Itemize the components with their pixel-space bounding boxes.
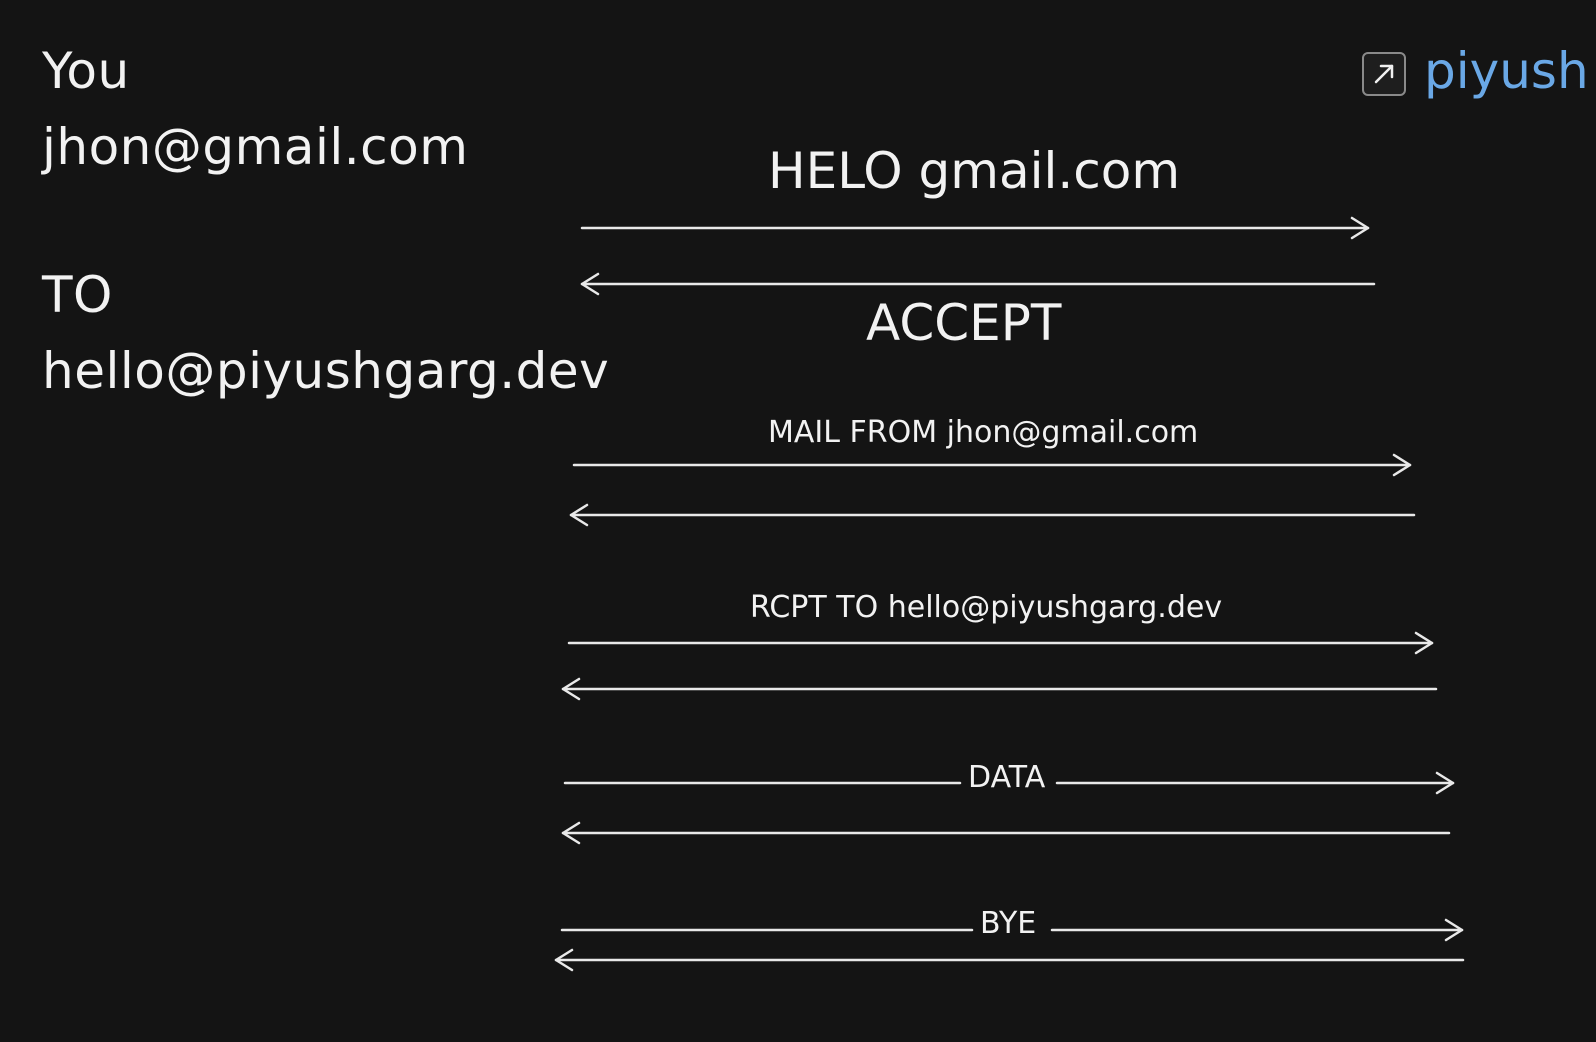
recipient-label: TO <box>42 266 113 324</box>
bye-message: BYE <box>980 906 1037 941</box>
rcpt-to-message: RCPT TO hello@piyushgarg.dev <box>750 590 1223 625</box>
recipient-email: hello@piyushgarg.dev <box>42 342 610 400</box>
accept-response-arrow <box>580 272 1376 296</box>
helo-message: HELO gmail.com <box>768 142 1181 200</box>
bye-response-arrow <box>554 948 1465 972</box>
rcpt-to-response-arrow <box>561 677 1438 701</box>
helo-request-arrow <box>580 216 1370 240</box>
mail-from-request-arrow <box>572 453 1412 477</box>
bye-request-arrow <box>560 918 1464 942</box>
rcpt-to-request-arrow <box>567 631 1434 655</box>
sender-email: jhon@gmail.com <box>42 118 469 176</box>
mail-from-message: MAIL FROM jhon@gmail.com <box>768 415 1199 450</box>
data-response-arrow <box>561 821 1451 845</box>
external-link-icon[interactable] <box>1362 52 1406 96</box>
sender-label: You <box>42 42 130 100</box>
external-link-text[interactable]: piyush <box>1424 42 1589 100</box>
data-message: DATA <box>968 760 1046 795</box>
accept-message: ACCEPT <box>866 294 1062 352</box>
mail-from-response-arrow <box>569 503 1416 527</box>
data-request-arrow <box>563 771 1455 795</box>
